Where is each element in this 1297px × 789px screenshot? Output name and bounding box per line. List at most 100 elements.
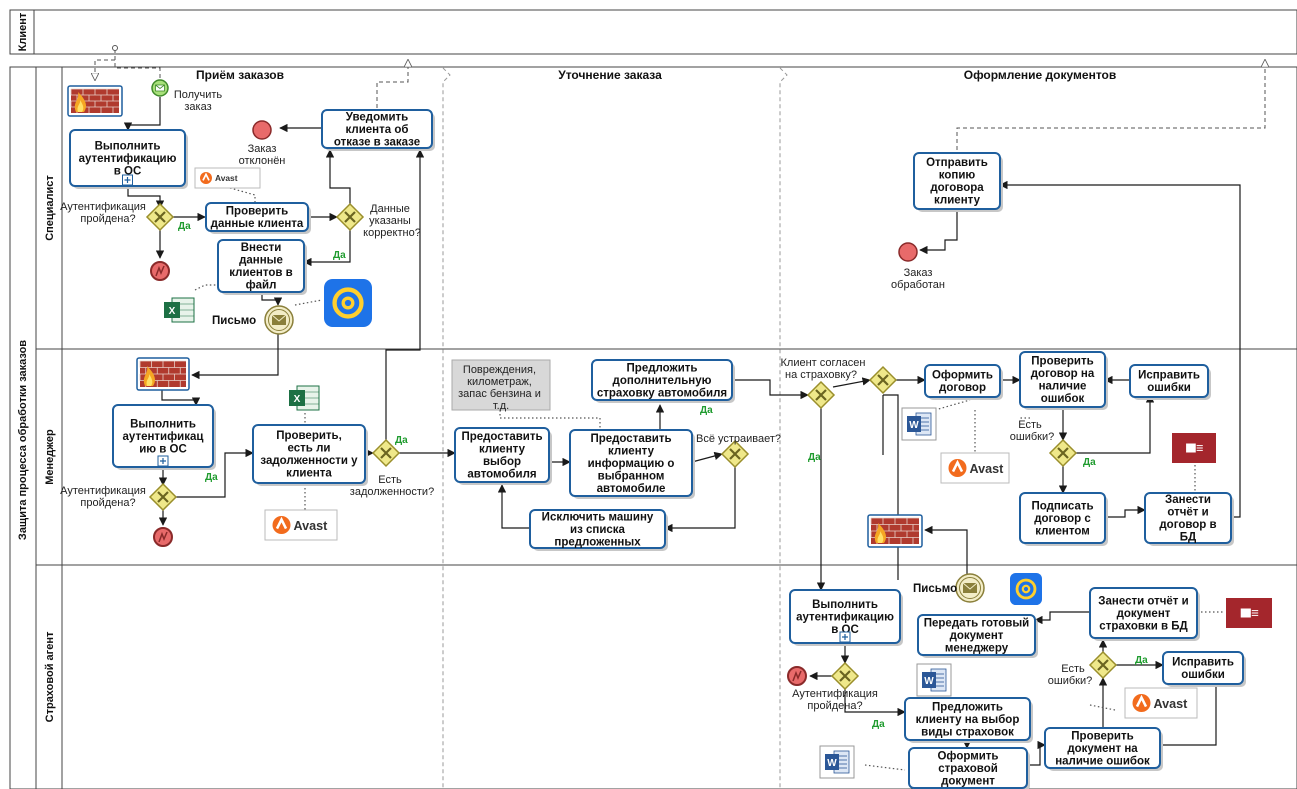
svg-text:Да: Да: [700, 405, 713, 416]
client-pool-title: Клиент: [17, 12, 29, 51]
exclusive-gateway[interactable]: [1048, 438, 1078, 468]
exclusive-gateway[interactable]: [830, 661, 860, 691]
excel-icon: X: [164, 297, 195, 323]
svg-text:Avast: Avast: [294, 519, 329, 533]
exclusive-gateway[interactable]: [371, 438, 401, 468]
svg-text:W: W: [827, 758, 837, 769]
exclusive-gateway[interactable]: [335, 202, 365, 232]
end-event-rejected[interactable]: [252, 120, 272, 140]
avast-icon: Avast: [194, 167, 261, 189]
error-end-icon[interactable]: [150, 261, 170, 281]
avast-icon: Avast: [264, 509, 338, 541]
exclusive-gateway[interactable]: [1088, 650, 1118, 680]
svg-text:Avast: Avast: [970, 462, 1005, 476]
svg-text:W: W: [924, 676, 934, 687]
mail-icon: [1010, 573, 1042, 605]
svg-text:Avast: Avast: [1154, 697, 1189, 711]
avast-icon: Avast: [1124, 687, 1198, 719]
firewall-icon: [67, 85, 123, 117]
svg-text:Да: Да: [395, 435, 408, 446]
svg-text:Повреждения, километраж,: Повреждения, километраж, запас бензина и…: [458, 364, 544, 412]
svg-text:Письмо: Письмо: [913, 583, 957, 595]
exclusive-gateway[interactable]: [720, 439, 750, 469]
svg-text:Да: Да: [178, 221, 191, 232]
svg-text:W: W: [909, 420, 919, 431]
envelope-icon[interactable]: [264, 305, 294, 335]
message-flows: [95, 45, 1265, 150]
envelope-icon[interactable]: [955, 573, 985, 603]
svg-text:X: X: [294, 394, 301, 405]
access-icon: [1172, 433, 1216, 463]
lane-insurance-agent: Страховой агент: [44, 631, 56, 722]
svg-text:Да: Да: [333, 250, 346, 261]
phase-separators: Приём заказов Уточнение заказа Оформлени…: [196, 67, 1117, 789]
phase-documents: Оформление документов: [964, 68, 1117, 82]
error-end-icon[interactable]: [787, 666, 807, 686]
exclusive-gateway[interactable]: [148, 482, 178, 512]
exclusive-gateway[interactable]: [145, 202, 175, 232]
subprocess-plus-icon: [839, 631, 851, 643]
svg-text:Avast: Avast: [215, 173, 238, 183]
excel-icon: X: [289, 385, 320, 411]
end-event-processed[interactable]: [898, 242, 918, 262]
firewall-icon: [136, 357, 190, 391]
access-icon: [1226, 598, 1272, 628]
error-end-icon[interactable]: [153, 527, 173, 547]
subprocess-plus-icon: [157, 455, 169, 467]
main-pool-title: Защита процесса обработки заказов: [17, 340, 29, 540]
svg-text:Да: Да: [1083, 457, 1096, 468]
start-message-event[interactable]: [151, 79, 169, 97]
exclusive-gateway[interactable]: [868, 365, 898, 395]
firewall-icon: [867, 514, 923, 548]
svg-text:Всё устраивает?: Всё устраивает?: [696, 433, 781, 445]
exclusive-gateway[interactable]: [806, 380, 836, 410]
client-pool: Клиент: [9, 9, 1297, 55]
